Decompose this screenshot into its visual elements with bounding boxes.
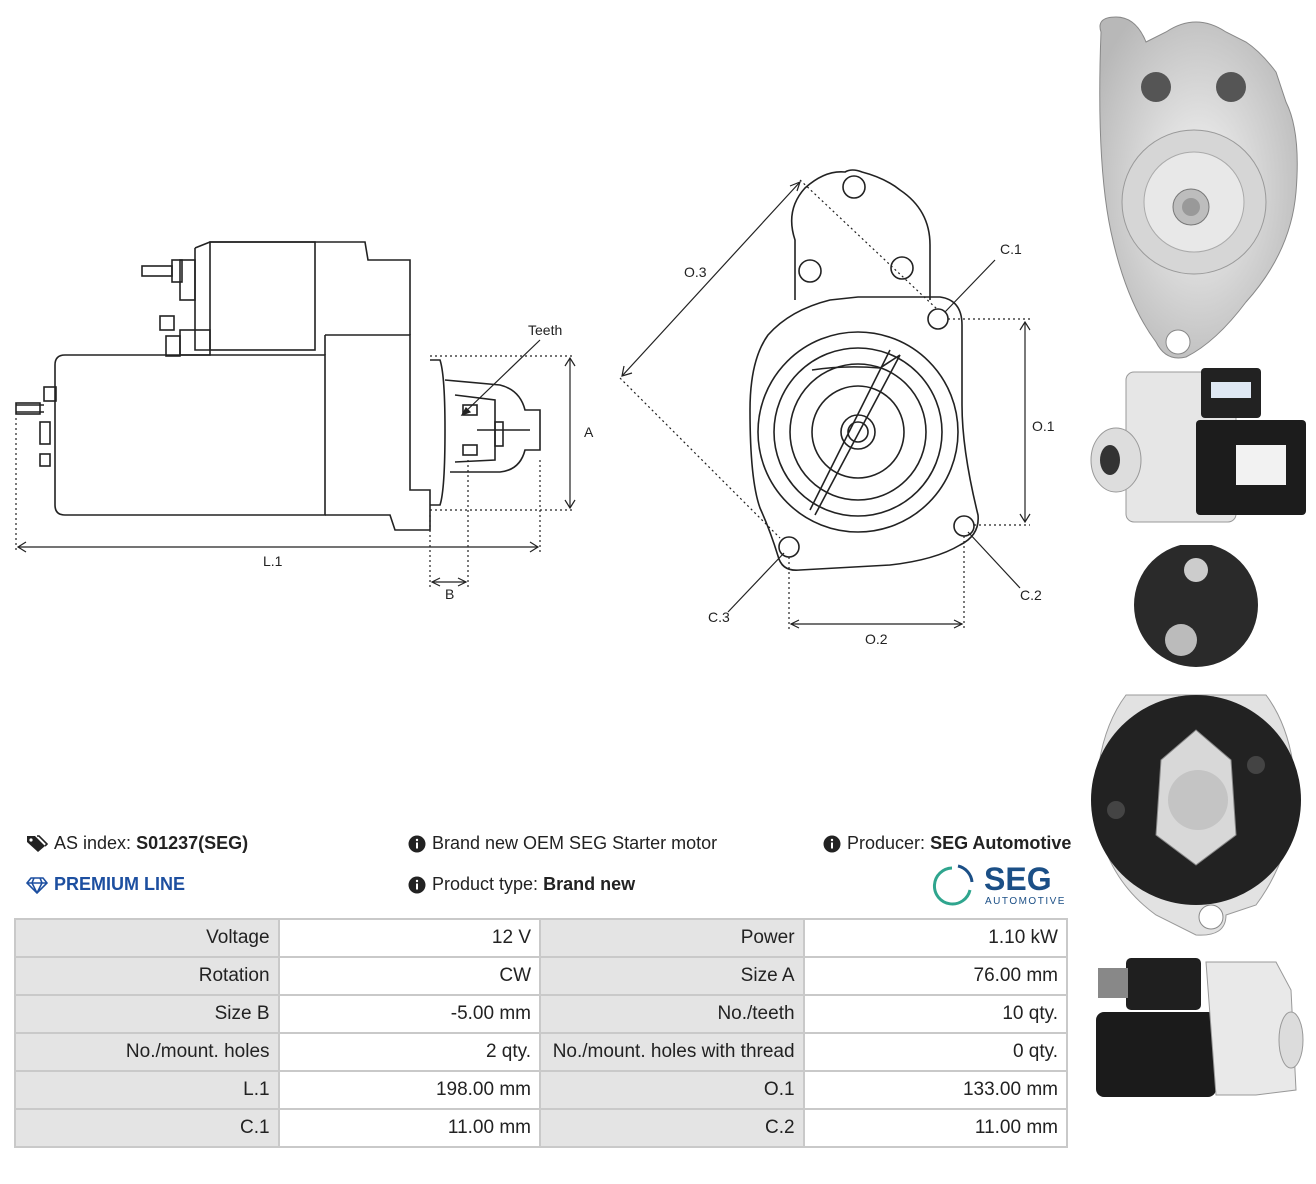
spec-label: Voltage [14, 918, 280, 958]
spec-value: 11.00 mm [802, 1108, 1069, 1148]
spec-label: L.1 [14, 1070, 280, 1110]
spec-value: 11.00 mm [277, 1108, 542, 1148]
product-photo-side-top [1086, 360, 1312, 532]
spec-value: -5.00 mm [277, 994, 542, 1034]
product-type-value: Brand new [543, 874, 636, 894]
producer-value: SEG Automotive [930, 833, 1072, 853]
label-l1: L.1 [263, 553, 283, 569]
spec-value: 2 qty. [277, 1032, 542, 1072]
spec-label: No./mount. holes [14, 1032, 280, 1072]
label-c3: C.3 [708, 609, 730, 625]
product-photo-side-bottom [1086, 950, 1312, 1100]
info-icon [408, 876, 426, 894]
product-photo-rear [1086, 545, 1312, 945]
premium-line-label: PREMIUM LINE [54, 874, 186, 894]
spec-label: Size B [14, 994, 280, 1034]
logo-sub: AUTOMOTIVE [985, 896, 1066, 907]
description-line: Brand new OEM SEG Starter motor [408, 833, 717, 854]
spec-label: No./mount. holes with thread [539, 1032, 805, 1072]
tags-icon [27, 835, 48, 853]
spec-value: 1.10 kW [802, 918, 1069, 958]
label-o3: O.3 [684, 264, 707, 280]
premium-line-badge: PREMIUM LINE [26, 874, 185, 895]
spec-label: Size A [539, 956, 805, 996]
spec-label: Rotation [14, 956, 280, 996]
product-type-label: Product type: [432, 874, 539, 894]
producer-line: Producer: SEG Automotive [823, 833, 1071, 854]
logo-brand: SEG [984, 861, 1052, 897]
spec-value: 133.00 mm [802, 1070, 1069, 1110]
spec-label: C.1 [14, 1108, 280, 1148]
product-photo-front [1086, 12, 1312, 362]
label-a: A [584, 424, 594, 440]
as-index-value: S01237(SEG) [136, 833, 249, 853]
as-index-label: AS index: [54, 833, 132, 853]
label-o1: O.1 [1032, 418, 1055, 434]
diamond-icon [26, 877, 48, 895]
producer-label: Producer: [847, 833, 926, 853]
label-teeth: Teeth [528, 322, 562, 338]
info-icon [408, 835, 426, 853]
spec-label: No./teeth [539, 994, 805, 1034]
front-view-drawing: O.3 C.1 O.1 C.2 C.3 O.2 [619, 169, 1055, 647]
spec-label: Power [539, 918, 805, 958]
side-view-drawing: Teeth A L.1 B [15, 241, 594, 602]
label-b: B [445, 586, 454, 602]
spec-value: 12 V [277, 918, 542, 958]
spec-value: 0 qty. [802, 1032, 1069, 1072]
as-index-line: AS index: S01237(SEG) [26, 833, 248, 854]
spec-value: 198.00 mm [277, 1070, 542, 1110]
spec-label: O.1 [539, 1070, 805, 1110]
product-type-line: Product type: Brand new [408, 874, 635, 895]
spec-label: C.2 [539, 1108, 805, 1148]
spec-value: CW [277, 956, 542, 996]
seg-automotive-logo: SEG AUTOMOTIVE [932, 861, 1066, 907]
label-c2: C.2 [1020, 587, 1042, 603]
spec-value: 76.00 mm [802, 956, 1069, 996]
label-o2: O.2 [865, 631, 888, 647]
label-c1: C.1 [1000, 241, 1022, 257]
description-text: Brand new OEM SEG Starter motor [432, 833, 718, 853]
info-icon [823, 835, 841, 853]
spec-value: 10 qty. [802, 994, 1069, 1034]
